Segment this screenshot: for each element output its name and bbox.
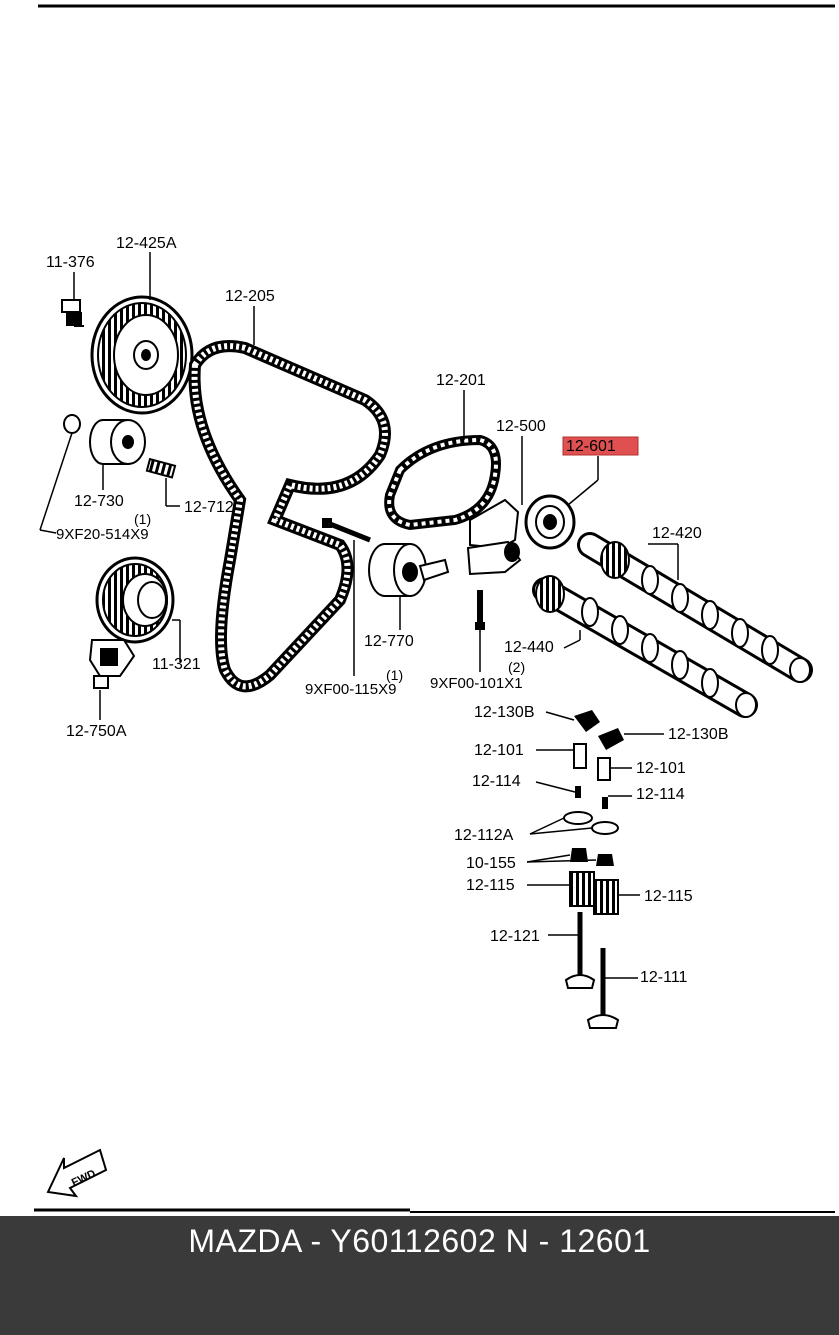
label-12-114-a: 12-114 [472,773,521,790]
label-12-601: 12-601 [566,438,616,455]
valve-12-121 [564,912,596,989]
tensioner-pulley-12-770 [368,543,450,597]
label-12-112A: 12-112A [454,827,514,844]
label-12-114-b: 12-114 [636,786,685,803]
label-10-155: 10-155 [466,855,516,872]
label-12-425A: 12-425A [116,235,177,252]
label-12-420: 12-420 [652,525,702,542]
label-9xf00-115x9: 9XF00-115X9 [305,681,396,698]
timing-chain-12-201 [384,434,501,531]
label-12-130B-a: 12-130B [474,704,535,721]
label-12-130B-b: 12-130B [668,726,729,743]
valve-12-111 [586,948,620,1029]
highlight-box-12-601 [562,436,639,456]
label-11-376: 11-376 [46,254,95,271]
label-12-770: 12-770 [364,633,414,650]
label-12-500: 12-500 [496,418,546,435]
forward-arrow-icon: FWD [46,1148,108,1198]
idler-pulley-12-730 [89,419,146,465]
valve-key-12-114-a [575,786,581,798]
label-12-201: 12-201 [436,372,486,389]
spring-seat-12-112A-a [563,811,593,825]
valve-spring-12-115-b [593,879,619,915]
sensor-12-750A [88,639,136,689]
label-12-101-b: 12-101 [636,760,686,777]
label-1b: (1) [386,667,403,683]
crank-pulley-11-321 [95,556,175,644]
label-9xf00-101x1: 9XF00-101X1 [430,675,523,692]
label-1a: (1) [134,511,151,527]
valve-seal-10-155-a [570,848,588,862]
label-12-205: 12-205 [225,288,275,305]
footer-bar [0,1216,839,1335]
camshaft-pulley-12-425A [90,295,194,415]
tensioner-12-500 [466,498,522,576]
label-12-121: 12-121 [490,928,540,945]
bolt-9xf00-101x1 [475,590,485,630]
label-2: (2) [508,659,525,675]
label-12-111: 12-111 [640,969,688,986]
label-11-321: 11-321 [152,656,201,673]
valve-spring-12-115-a [569,871,595,907]
label-12-712: 12-712 [184,499,234,516]
label-12-730: 12-730 [74,493,124,510]
valve-key-12-114-b [602,797,608,809]
rocker-arm-12-130B-b [598,728,624,750]
nut-9xf20 [63,414,81,434]
stud-12-712 [145,457,177,479]
bolt-11-376 [61,299,84,327]
part-caption: MAZDA - Y60112602 N - 12601 [188,1223,651,1259]
label-12-440: 12-440 [504,639,554,656]
bolt-9xf00-115x9 [322,518,371,543]
label-9xf20-514x9: 9XF20-514X9 [56,526,149,543]
spring-seat-12-112A-b [591,821,619,835]
camshaft-12-420 [577,532,813,683]
label-12-115-a: 12-115 [466,877,515,894]
rocker-arm-12-130B-a [574,710,600,732]
lash-adjuster-12-101-b [597,757,611,781]
leader-lines [39,252,679,979]
valve-seal-10-155-b [596,854,614,866]
lash-adjuster-12-101-a [573,743,587,769]
label-12-750A: 12-750A [66,723,127,740]
seal-12-601 [524,494,576,550]
timing-belt-12-205 [188,340,391,693]
label-12-115-b: 12-115 [644,888,693,905]
label-12-101-a: 12-101 [474,742,524,759]
camshaft-12-440 [532,575,758,718]
